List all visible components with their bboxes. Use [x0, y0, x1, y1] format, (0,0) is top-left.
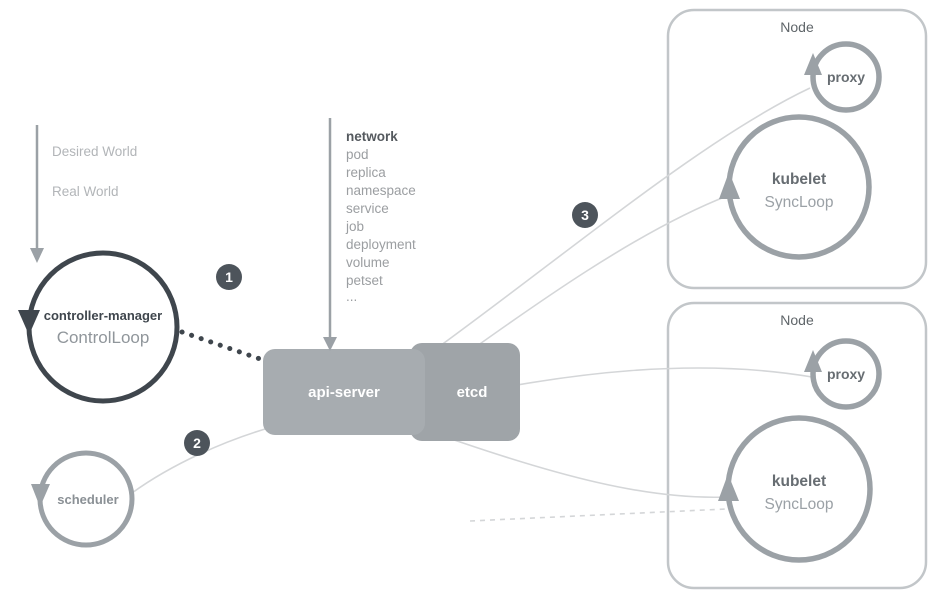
node-2-components: proxy kubelet SyncLoop — [718, 338, 882, 563]
step-badge-1-number: 1 — [225, 269, 233, 285]
controller-manager-arrow-icon — [18, 310, 40, 335]
resource-submission: network pod replica namespace service jo… — [323, 118, 416, 351]
resource-list-item: deployment — [346, 237, 416, 252]
step-badge-3-number: 3 — [581, 207, 589, 223]
resource-list-item: ... — [346, 289, 357, 304]
etcd-box — [410, 343, 520, 441]
controller-manager-circle — [26, 250, 180, 404]
kubelet-2-label: kubelet — [772, 473, 826, 490]
syncloop-1-label: SyncLoop — [765, 194, 834, 211]
step-badge-1-circle — [216, 264, 242, 290]
node-2: Node — [666, 301, 928, 590]
step-badge-2-circle — [184, 430, 210, 456]
proxy-2-label: proxy — [827, 366, 865, 382]
kubelet-1-label: kubelet — [772, 171, 826, 188]
resource-list-item: namespace — [346, 183, 416, 198]
proxy-1-label: proxy — [827, 69, 865, 85]
step-badge-3: 3 — [572, 202, 598, 228]
proxy-2-arrow-icon — [804, 350, 822, 372]
resource-arrow-head-icon — [323, 337, 337, 351]
controller-manager-label: controller-manager — [44, 308, 162, 323]
scheduler-arrow-icon — [31, 484, 50, 507]
resource-list-item: job — [345, 219, 364, 234]
desired-world-label: Desired World — [52, 144, 137, 159]
api-server-label: api-server — [308, 384, 380, 401]
datastore-group: api-server etcd — [263, 343, 520, 441]
proxy-1-circle — [810, 41, 882, 113]
node-1-components: proxy kubelet SyncLoop — [719, 41, 882, 260]
controlloop-label: ControlLoop — [57, 328, 150, 347]
step-badge-2-number: 2 — [193, 435, 201, 451]
scheduler-loop: scheduler — [31, 450, 135, 548]
state-arrow-head-icon — [30, 248, 44, 263]
proxy-2-circle — [810, 338, 882, 410]
resource-list-item: service — [346, 201, 389, 216]
real-world-label: Real World — [52, 184, 119, 199]
etcd-label: etcd — [457, 384, 488, 401]
resource-list-item: petset — [346, 273, 383, 288]
kubelet-1-arrow-icon — [719, 172, 740, 199]
syncloop-2-label: SyncLoop — [765, 496, 834, 513]
kubelet-2-arrow-icon — [718, 474, 739, 501]
scheduler-label: scheduler — [57, 492, 118, 507]
api-server-box — [263, 349, 425, 435]
watch-dotted-link — [179, 329, 269, 364]
link-apiserver-kubelet-2 — [419, 427, 728, 499]
node-2-label: Node — [780, 312, 814, 328]
resource-list-item: replica — [346, 165, 386, 180]
proxy-1-arrow-icon — [804, 53, 822, 75]
resource-list-item: volume — [346, 255, 390, 270]
resource-list-header: network — [346, 129, 398, 144]
controller-manager-loop: controller-manager ControlLoop — [18, 250, 180, 404]
step-badge-2: 2 — [184, 430, 210, 456]
state-arrow: Desired World Real World — [30, 125, 137, 263]
step-badge-1: 1 — [216, 264, 242, 290]
step-badge-3-circle — [572, 202, 598, 228]
link-apiserver-proxy-1 — [417, 87, 811, 363]
link-dashed-kubelet-2 — [469, 508, 727, 522]
resource-list-item: pod — [346, 147, 369, 162]
node-1-label: Node — [780, 19, 814, 35]
node-2-box — [666, 301, 928, 590]
